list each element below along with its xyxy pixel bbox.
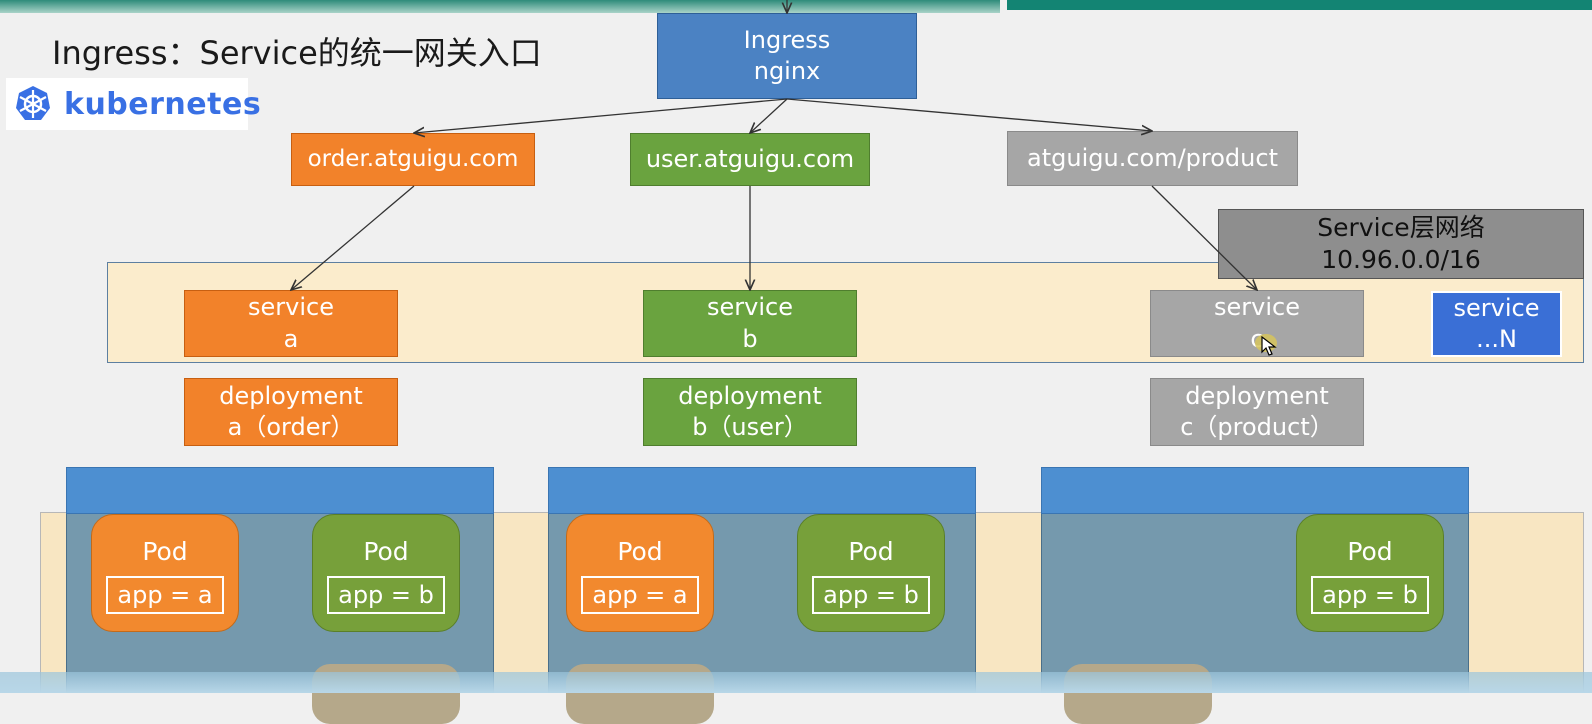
pod-1-label: app = a (106, 576, 224, 614)
ingress-subtitle: nginx (753, 57, 821, 85)
top-accent-bar-right (1007, 0, 1592, 10)
deployment-b: deployment b（user） (643, 378, 857, 446)
host-user-label: user.atguigu.com (645, 144, 855, 173)
kubernetes-logo: kubernetes (6, 78, 261, 130)
pod-2: Pod app = b (312, 514, 460, 632)
deployment-a-line2: a（order） (227, 413, 355, 441)
host-order: order.atguigu.com (291, 133, 535, 186)
bottom-wave (0, 672, 1592, 693)
deployment-b-line2: b（user） (692, 413, 808, 441)
logo-text: kubernetes (64, 86, 262, 122)
pod-3-label: app = a (581, 576, 699, 614)
host-order-label: order.atguigu.com (307, 145, 519, 172)
deployment-c-line2: c（product） (1180, 413, 1334, 441)
arrow-ingress-user (750, 98, 788, 133)
mouse-cursor-icon (1261, 336, 1277, 356)
deployment-c: deployment c（product） (1150, 378, 1364, 446)
service-n-line2: ...N (1476, 325, 1517, 353)
service-n-line1: service (1453, 293, 1540, 322)
kubernetes-wheel-icon (16, 86, 50, 120)
host-product-label: atguigu.com/product (1027, 143, 1278, 172)
node-1-header (66, 467, 494, 514)
pod-2-title: Pod (363, 537, 409, 566)
pod-4-title: Pod (848, 537, 894, 566)
top-accent-bar (0, 0, 1000, 13)
connector-lines (0, 0, 1592, 693)
service-b-line1: service (707, 293, 793, 322)
node-2-header (548, 467, 976, 514)
service-n: service ...N (1431, 291, 1562, 357)
node-3-header (1041, 467, 1469, 514)
pod-4-label: app = b (812, 576, 930, 614)
host-user: user.atguigu.com (630, 133, 870, 186)
service-a-line1: service (248, 293, 334, 322)
pod-4: Pod app = b (797, 514, 945, 632)
service-b: service b (643, 290, 857, 357)
service-network-label: Service层网络 10.96.0.0/16 (1218, 209, 1584, 279)
deployment-c-line1: deployment (1185, 381, 1329, 410)
pod-5-label: app = b (1311, 576, 1429, 614)
pod-3-title: Pod (617, 537, 663, 566)
service-network-title: Service层网络 (1317, 212, 1485, 242)
service-c-line1: service (1214, 293, 1300, 322)
service-a-line2: a (283, 324, 299, 353)
deployment-a: deployment a（order） (184, 378, 398, 446)
slide-title: Ingress：Service的统一网关入口 (52, 34, 542, 72)
pod-1-title: Pod (142, 537, 188, 566)
arrow-ingress-order (414, 98, 788, 133)
ingress-title: Ingress (743, 25, 831, 54)
pod-5-title: Pod (1347, 537, 1393, 566)
service-a: service a (184, 290, 398, 357)
pod-5: Pod app = b (1296, 514, 1444, 632)
pod-1: Pod app = a (91, 514, 239, 632)
arrow-product-service-c (1151, 185, 1257, 290)
service-b-line2: b (742, 324, 758, 353)
pod-3: Pod app = a (566, 514, 714, 632)
deployment-a-line1: deployment (219, 381, 363, 410)
arrow-order-service-a (291, 185, 415, 290)
arrow-ingress-product (786, 98, 1152, 131)
pod-2-label: app = b (327, 576, 445, 614)
deployment-b-line1: deployment (678, 381, 822, 410)
service-network-cidr: 10.96.0.0/16 (1321, 245, 1481, 274)
